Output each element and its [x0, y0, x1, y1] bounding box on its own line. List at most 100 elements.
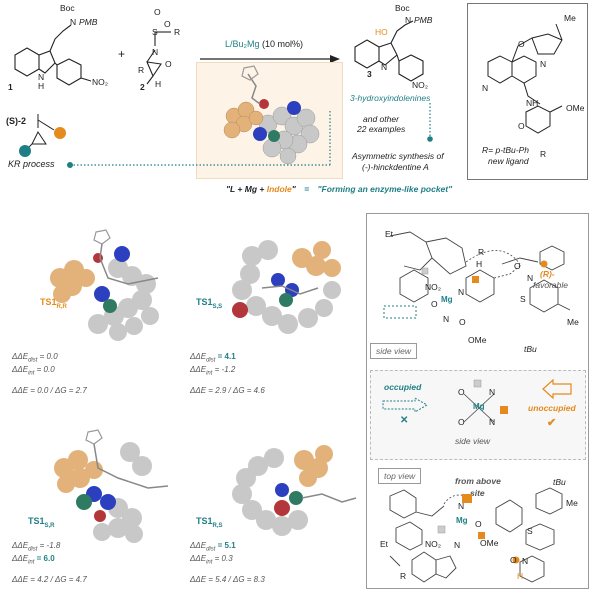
cmpd1-boc: Boc [60, 3, 75, 13]
reaction-arrow [200, 55, 340, 63]
side-n1: N [458, 287, 465, 297]
cmpd2-h: H [155, 79, 162, 89]
product-boc: Boc [395, 3, 410, 13]
cmpd2-o: O [165, 59, 172, 69]
ts-rr-eint-val: = 0.0 [36, 365, 55, 374]
ts-rr-edist-sub: dist [28, 357, 38, 364]
compound-1-structure [14, 24, 92, 86]
ts-sr-eint-sub: int [28, 559, 35, 566]
favorable-r: (R)- [540, 269, 555, 279]
synthesis-line1: Asymmetric synthesis of [352, 151, 444, 161]
top-o1: O [475, 519, 482, 529]
occ-n: N [489, 387, 496, 397]
top-me: Me [566, 498, 578, 508]
product-nring: N [381, 62, 388, 72]
ts-sr-eint: ΔΔEint = 6.0 [12, 555, 55, 566]
side-h: H [476, 259, 483, 269]
side-et: Et [385, 229, 394, 239]
ligand-nh: NH [526, 98, 539, 108]
ts-rr-sub: R,R [56, 303, 67, 310]
unoccupied-label: unoccupied [528, 403, 576, 413]
occupied-label: occupied [384, 382, 422, 392]
unoccupied-arrow [542, 378, 572, 400]
caption-eq: = [304, 184, 310, 194]
catalyst-metal: Bu₂Mg [232, 39, 260, 49]
ts-rs-label: TS1R,S [196, 517, 223, 529]
pocket-model [223, 65, 320, 165]
ts-rr-eint: ΔΔEint = 0.0 [12, 366, 55, 377]
ts-rs-summary: ΔΔE = 5.4 / ΔG = 8.3 [190, 575, 265, 584]
top-mg: Mg [456, 516, 468, 525]
ts-rs-name: TS1 [196, 516, 213, 526]
side-view-structure [383, 231, 571, 319]
ts-rs-eint-sub: int [206, 559, 213, 566]
ligand-me: Me [564, 13, 576, 23]
side-ome: OMe [468, 335, 487, 345]
ts-rs-eint-val: = 0.3 [214, 554, 233, 563]
ligand-n1: N [540, 59, 547, 69]
side-view-label-2: side view [455, 436, 490, 446]
ts-rr-edist: ΔΔEdist = 0.0 [12, 353, 58, 364]
side-mg: Mg [441, 295, 453, 304]
ts-rs-eint-lbl: ΔΔE [190, 554, 207, 563]
catalyst-load: (10 mol%) [262, 39, 304, 49]
ligand-new: new ligand [488, 156, 529, 166]
site-label: site [470, 488, 485, 498]
top-ome: OMe [480, 538, 499, 548]
catalyst-prefix: L/ [225, 39, 233, 49]
ts-ss-eint-lbl: ΔΔE [190, 365, 207, 374]
side-tbu: tBu [524, 344, 537, 354]
cmpd2-s: S [152, 27, 158, 37]
catalyst-label: L/Bu₂Mg (10 mol%) [225, 40, 303, 49]
side-s: S [520, 294, 526, 304]
top-n2: N [454, 540, 461, 550]
ts-rs-edist: ΔΔEdist = 5.1 [190, 542, 236, 553]
occ-n2: N [489, 417, 496, 427]
top-s: S [527, 526, 533, 536]
ts-rs-edist-sub: dist [206, 546, 216, 553]
product-pmb: PMB [414, 15, 433, 25]
ts-ss-eint-val: = -1.2 [214, 365, 236, 374]
dotted-line-kr [67, 110, 331, 168]
side-o1: O [431, 299, 438, 309]
top-h: H [517, 571, 524, 581]
ts-rr-eint-sub: int [28, 370, 35, 377]
side-me: Me [567, 317, 579, 327]
side-n3: N [527, 273, 534, 283]
cmpd1-no2: NO₂ [92, 77, 109, 87]
unoccupied-check: ✔ [547, 417, 557, 429]
kr-process: KR process [8, 159, 55, 169]
ligand-o2: O [518, 121, 525, 131]
cmpd2-r2: R [138, 65, 145, 75]
s2-structure [19, 114, 66, 157]
top-n3: N [522, 556, 529, 566]
ts-rr-eint-lbl: ΔΔE [12, 365, 29, 374]
ligand-r-def: R= p-tBu-Ph [482, 145, 530, 155]
ts-ss-eint: ΔΔEint = -1.2 [190, 366, 235, 377]
occ-o: O [458, 387, 465, 397]
from-above: from above [455, 476, 501, 486]
top-r: R [400, 571, 407, 581]
side-o3: O [514, 261, 521, 271]
product-n: N [405, 15, 412, 25]
product-no2: NO₂ [412, 80, 429, 90]
plus-sign: + [118, 47, 126, 61]
cmpd2-o1: O [154, 7, 161, 17]
favorable: favorable [533, 280, 568, 290]
top-tbu: tBu [553, 477, 566, 487]
caption-mid: " [291, 184, 296, 194]
ts-rs-edist-lbl: ΔΔE [190, 541, 207, 550]
ts-sr-edist-sub: dist [28, 546, 38, 553]
side-n2: N [443, 314, 450, 324]
top-no2: NO₂ [425, 539, 442, 549]
ts-sr-eint-val: = 6.0 [36, 554, 55, 563]
ts-ss-edist-val: = 4.1 [217, 352, 236, 361]
side-r: R [478, 247, 485, 257]
ts-rr-label: TS1R,R [40, 298, 67, 310]
cmpd1-number: 1 [8, 82, 13, 92]
ts-sr-summary: ΔΔE = 4.2 / ΔG = 4.7 [12, 575, 87, 584]
ligand-ome: OMe [566, 103, 585, 113]
ts-model-rr [50, 229, 159, 341]
s2-label: (S)-2 [6, 116, 26, 126]
ts-ss-label: TS1S,S [196, 298, 222, 310]
